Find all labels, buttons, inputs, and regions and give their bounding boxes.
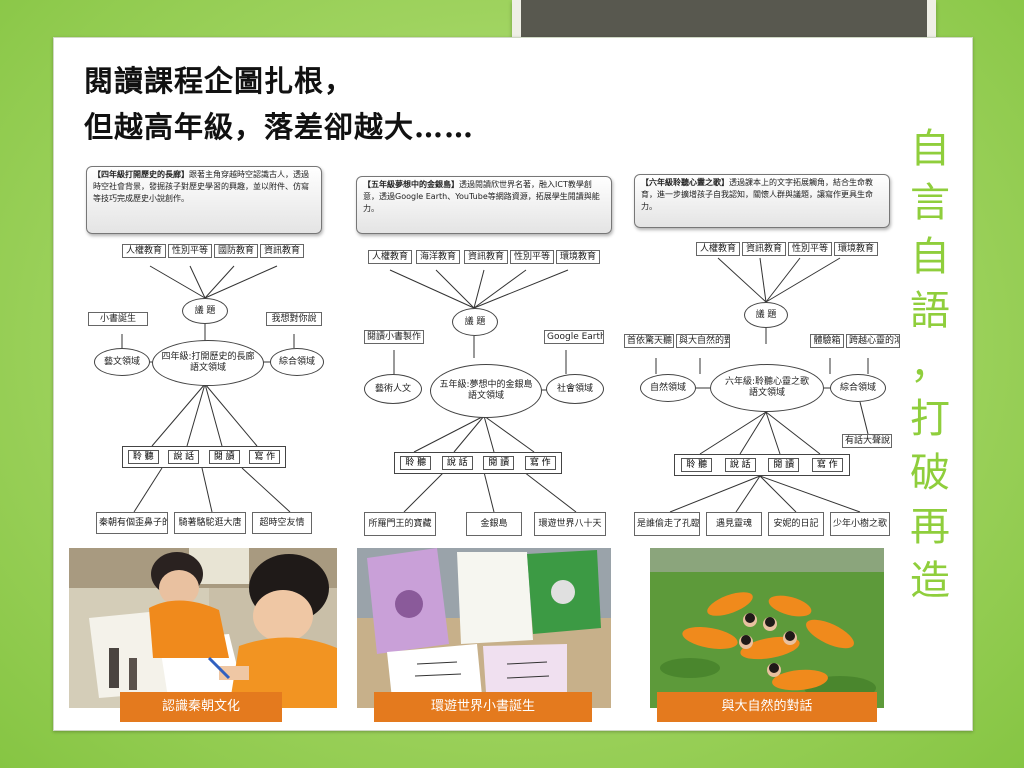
skill-label: 閱 讀	[483, 456, 515, 470]
side-char: 自	[910, 234, 950, 280]
skills-bar: 聆 聽 說 話 閱 讀 寫 作	[394, 452, 562, 474]
activity-box: 首依驚天聽	[624, 334, 674, 348]
domain-ellipse: 綜合領域	[830, 374, 886, 402]
issue-box: 人權教育	[122, 244, 166, 258]
photo-nature-dialogue-art	[650, 548, 884, 708]
skill-label: 說 話	[441, 456, 473, 470]
diagram-grade4: 【四年級打開歷史的長廊】跟著主角穿越時空認識古人，透過時空社會背景，發掘孩子對歷…	[82, 162, 324, 552]
photo-caption: 認識秦朝文化	[120, 692, 282, 722]
diagram-grade6-desc-text: 透過課本上的文字拓展觸角，結合生命教育，進一步擴增孩子自我認知，關懷人群與議題，…	[641, 178, 873, 211]
diagram-center-ellipse: 五年級:夢想中的金銀島 語文領域	[430, 364, 542, 418]
side-char: 再	[910, 504, 950, 550]
issue-box: 海洋教育	[416, 250, 460, 264]
skill-label: 寫 作	[524, 456, 556, 470]
output-book: 秦朝有個歪鼻子的軍	[96, 512, 168, 534]
issue-box: 環境教育	[834, 242, 878, 256]
skill-label: 閱 讀	[768, 458, 800, 472]
output-book: 環遊世界八十天	[534, 512, 606, 536]
skill-label: 聆 聽	[681, 458, 713, 472]
issue-hub: 議 題	[182, 298, 228, 324]
side-char: 打	[910, 396, 950, 442]
issue-box: 人權教育	[696, 242, 740, 256]
skill-label: 閱 讀	[208, 450, 240, 464]
issue-hub: 議 題	[744, 302, 788, 328]
photo-handmade-books-art	[357, 548, 611, 708]
photo-handmade-books	[357, 548, 611, 708]
title-line-2: 但越高年級，落差卻越大……	[84, 110, 475, 144]
activity-box: 體驗箱	[810, 334, 844, 348]
activity-box: Google Earth	[544, 330, 604, 344]
diagram-center-ellipse: 四年級:打開歷史的長廊 語文領域	[152, 340, 264, 386]
issue-box: 資訊教育	[260, 244, 304, 258]
output-book: 騎著駱駝逛大唐	[174, 512, 246, 534]
skills-bar: 聆 聽 說 話 閱 讀 寫 作	[674, 454, 850, 476]
diagram-grade4-desc-label: 【四年級打開歷史的長廊】	[93, 170, 189, 179]
issue-hub: 議 題	[452, 308, 498, 336]
issue-box: 國防教育	[214, 244, 258, 258]
output-book: 超時空友情	[252, 512, 312, 534]
issue-box: 性別平等	[510, 250, 554, 264]
photo-caption: 環遊世界小書誕生	[374, 692, 592, 722]
activity-box: 閱讀小書製作	[364, 330, 424, 344]
issue-box: 性別平等	[788, 242, 832, 256]
issue-box: 資訊教育	[464, 250, 508, 264]
side-char: ，	[910, 342, 950, 388]
output-book: 是誰偷走了孔臨	[634, 512, 700, 536]
issue-box: 資訊教育	[742, 242, 786, 256]
diagram-grade4-description: 【四年級打開歷史的長廊】跟著主角穿越時空認識古人，透過時空社會背景，發掘孩子對歷…	[86, 166, 322, 234]
diagram-grade6-lines	[655, 257, 869, 513]
issue-box: 環境教育	[556, 250, 600, 264]
issue-box: 人權教育	[368, 250, 412, 264]
photo-students-writing	[69, 548, 337, 708]
side-char: 言	[910, 180, 950, 226]
skill-label: 說 話	[724, 458, 756, 472]
domain-ellipse: 藝術人文	[364, 374, 422, 404]
diagram-grade5-desc-text: 透過閱讀欣世界名著，融入ICT教學創意，透過Google Earth、YouTu…	[363, 180, 600, 213]
diagram-grade5-description: 【五年級夢想中的金銀島】透過閱讀欣世界名著，融入ICT教學創意，透過Google…	[356, 176, 612, 234]
activity-box: 我想對你說	[266, 312, 322, 326]
slide-title: 閱讀課程企圖扎根， 但越高年級，落差卻越大……	[84, 58, 474, 150]
skill-label: 聆 聽	[127, 450, 159, 464]
skills-bar: 聆 聽 說 話 閱 讀 寫 作	[122, 446, 286, 468]
skill-label: 寫 作	[811, 458, 843, 472]
diagram-grade6-desc-label: 【六年級聆聽心靈之歌】	[641, 178, 729, 187]
side-char: 造	[910, 558, 950, 604]
photo-students-writing-art	[69, 548, 337, 708]
photo-caption: 與大自然的對話	[657, 692, 877, 722]
skill-label: 寫 作	[249, 450, 281, 464]
output-book: 所羅門王的寶藏	[364, 512, 436, 536]
diagram-grade6-description: 【六年級聆聽心靈之歌】透過課本上的文字拓展觸角，結合生命教育，進一步擴增孩子自我…	[634, 174, 890, 228]
title-line-1: 閱讀課程企圖扎根，	[84, 64, 355, 98]
output-book: 金銀島	[466, 512, 522, 536]
side-char: 語	[910, 288, 950, 334]
activity-box: 與大自然的對話	[676, 334, 730, 348]
domain-ellipse: 綜合領域	[270, 348, 324, 376]
side-char: 自	[910, 126, 950, 172]
domain-ellipse: 社會領域	[546, 374, 604, 404]
diagram-grade5: 【五年級夢想中的金銀島】透過閱讀欣世界名著，融入ICT教學創意，透過Google…	[354, 162, 620, 552]
slide: 閱讀課程企圖扎根， 但越高年級，落差卻越大…… 自 言 自 語 ， 打 破 再 …	[53, 37, 973, 731]
diagram-grade5-desc-label: 【五年級夢想中的金銀島】	[363, 180, 459, 189]
diagram-grade4-desc-text: 跟著主角穿越時空認識古人，透過時空社會背景，發掘孩子對歷史學習的興趣，並以附件、…	[93, 170, 309, 203]
side-char: 破	[910, 450, 950, 496]
skill-label: 聆 聽	[400, 456, 432, 470]
activity-box: 有話大聲說	[842, 434, 892, 448]
side-vertical-text: 自 言 自 語 ， 打 破 再 造	[900, 122, 960, 608]
diagram-center-ellipse: 六年級:聆聽心靈之歌 語文領域	[710, 364, 824, 412]
diagram-grade6: 【六年級聆聽心靈之歌】透過課本上的文字拓展觸角，結合生命教育，進一步擴增孩子自我…	[620, 162, 900, 552]
output-book: 遇見靈魂	[706, 512, 762, 536]
output-book: 少年小樹之歌	[830, 512, 890, 536]
output-book: 安妮的日記	[768, 512, 824, 536]
diagram-grade5-lines	[389, 269, 577, 513]
issue-box: 性別平等	[168, 244, 212, 258]
domain-ellipse: 藝文領域	[94, 348, 150, 376]
domain-ellipse: 自然領域	[640, 374, 696, 402]
photo-nature-dialogue	[650, 548, 884, 708]
activity-box: 跨越心靈的鴻溝	[846, 334, 900, 348]
skill-label: 說 話	[168, 450, 200, 464]
activity-box: 小書誕生	[88, 312, 148, 326]
